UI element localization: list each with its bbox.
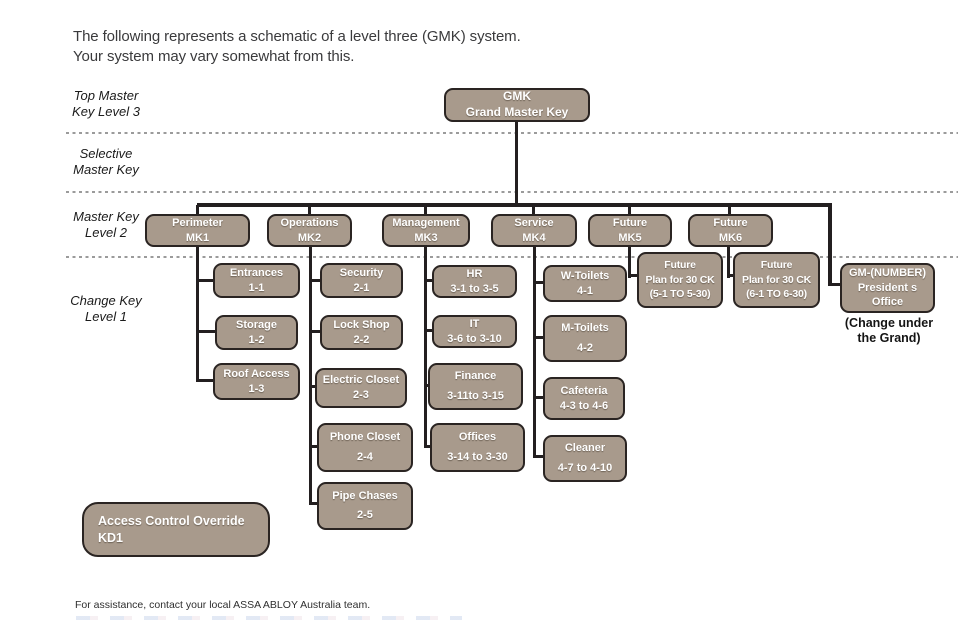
connector-line	[309, 445, 318, 448]
connector-line	[828, 283, 843, 286]
connector-line	[309, 502, 318, 505]
node-lockshop: Lock Shop 2-2	[320, 315, 403, 350]
connector-line	[533, 336, 544, 339]
node-fp6: Future Plan for 30 CK (6-1 TO 6-30)	[733, 252, 820, 308]
connector-line	[197, 203, 831, 207]
connector-line	[515, 122, 518, 205]
connector-line	[728, 205, 731, 216]
node-wtoilets: W-Toilets 4-1	[543, 265, 627, 302]
connector-line	[628, 205, 631, 216]
connector-line	[828, 203, 832, 286]
node-roof: Roof Access 1-3	[213, 363, 300, 400]
level-separator-line	[66, 191, 958, 193]
connector-line	[309, 385, 316, 388]
node-hr: HR 3-1 to 3-5	[432, 265, 517, 298]
node-pipe: Pipe Chases 2-5	[317, 482, 413, 530]
connector-line	[533, 455, 544, 458]
connector-line	[424, 445, 431, 448]
node-entrances: Entrances 1-1	[213, 263, 300, 298]
node-storage: Storage 1-2	[215, 315, 298, 350]
connector-line	[424, 329, 433, 332]
connector-line	[628, 274, 638, 277]
node-it: IT 3-6 to 3-10	[432, 315, 517, 348]
page-intro-text: The following represents a schematic of …	[73, 28, 521, 66]
change-under-grand-note: (Change under the Grand)	[844, 316, 934, 345]
connector-line	[309, 279, 321, 282]
connector-line	[424, 205, 427, 216]
connector-line	[196, 205, 199, 216]
node-mk4: Service MK4	[491, 214, 577, 247]
node-mk3: Management MK3	[382, 214, 470, 247]
connector-line	[532, 205, 535, 216]
connector-line	[727, 274, 734, 277]
node-mk6: Future MK6	[688, 214, 773, 247]
connector-line	[533, 281, 544, 284]
row-label-change-key-level-1: Change Key Level 1	[70, 293, 142, 324]
level-separator-line	[66, 132, 958, 134]
row-label-selective-master-key: Selective Master Key	[73, 146, 139, 177]
connector-line	[196, 330, 216, 333]
connector-line	[309, 330, 321, 333]
footer-faint-line	[76, 616, 462, 620]
node-mk5: Future MK5	[588, 214, 672, 247]
connector-line	[309, 247, 312, 505]
connector-line	[533, 396, 544, 399]
node-cleaner: Cleaner 4-7 to 4-10	[543, 435, 627, 482]
connector-line	[424, 384, 429, 387]
footer-assistance-text: For assistance, contact your local ASSA …	[75, 599, 371, 611]
node-access: Access Control Override KD1	[82, 502, 270, 557]
node-mk2: Operations MK2	[267, 214, 352, 247]
node-phone: Phone Closet 2-4	[317, 423, 413, 472]
node-offices: Offices 3-14 to 3-30	[430, 423, 525, 472]
node-gmk: GMK Grand Master Key	[444, 88, 590, 122]
node-finance: Finance 3-11to 3-15	[428, 363, 523, 410]
connector-line	[196, 247, 199, 382]
row-label-master-key-level-2: Master Key Level 2	[73, 209, 139, 240]
node-electric: Electric Closet 2-3	[315, 368, 407, 408]
connector-line	[308, 205, 311, 216]
node-security: Security 2-1	[320, 263, 403, 298]
connector-line	[628, 247, 631, 278]
row-label-top-master-key-level-3: Top Master Key Level 3	[72, 88, 140, 119]
node-cafeteria: Cafeteria 4-3 to 4-6	[543, 377, 625, 420]
level-separator-line	[66, 256, 958, 258]
connector-line	[196, 279, 214, 282]
node-fp5: Future Plan for 30 CK (5-1 TO 5-30)	[637, 252, 723, 308]
connector-line	[196, 379, 214, 382]
connector-line	[533, 247, 536, 458]
connector-line	[727, 247, 730, 278]
connector-line	[424, 279, 433, 282]
node-mk1: Perimeter MK1	[145, 214, 250, 247]
node-gm: GM-(NUMBER) President s Office	[840, 263, 935, 313]
connector-line	[424, 247, 427, 447]
node-mtoilets: M-Toilets 4-2	[543, 315, 627, 362]
